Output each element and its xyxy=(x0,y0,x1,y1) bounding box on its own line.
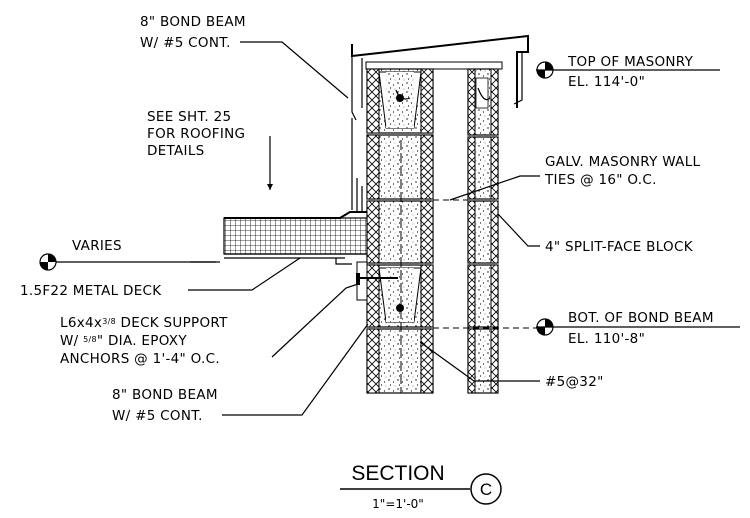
deck-support-fraction: 3/8 xyxy=(102,317,116,326)
roof-assembly xyxy=(223,118,398,301)
label-deck-support-2: W/ 5/8" DIA. EPOXY xyxy=(60,333,187,349)
label-top-of-masonry-el: EL. 114'-0" xyxy=(568,74,645,90)
inner-cmu-wythe xyxy=(366,68,434,394)
label-see-sheet-1: SEE SHT. 25 xyxy=(147,109,231,125)
elevation-marker-top xyxy=(536,61,720,79)
label-top-of-masonry: TOP OF MASONRY xyxy=(567,54,694,70)
section-title-block: SECTION 1"=1'-0" C xyxy=(340,462,502,511)
section-scale: 1"=1'-0" xyxy=(372,497,424,511)
label-see-sheet-3: DETAILS xyxy=(147,143,205,159)
label-bond-beam-bot-1: 8" BOND BEAM xyxy=(112,387,218,403)
label-bot-bond-beam: BOT. OF BOND BEAM xyxy=(568,310,714,326)
label-split-face: 4" SPLIT-FACE BLOCK xyxy=(545,239,694,255)
epoxy-dia-fraction: 5/8 xyxy=(83,335,97,344)
section-id-circle xyxy=(470,473,502,505)
section-id: C xyxy=(480,480,492,499)
label-bond-beam-top-1: 8" BOND BEAM xyxy=(140,14,246,30)
elevation-marker-bottom xyxy=(536,318,740,336)
leader-lines xyxy=(40,41,540,416)
label-rebar: #5@32" xyxy=(545,374,604,390)
section-title: SECTION xyxy=(351,462,444,485)
label-see-sheet-2: FOR ROOFING xyxy=(147,126,245,142)
metal-coping xyxy=(351,34,529,121)
label-bot-bond-beam-el: EL. 110'-8" xyxy=(568,331,645,347)
label-varies: VARIES xyxy=(72,238,122,254)
outer-split-face-wythe xyxy=(467,68,499,394)
label-deck-support-1: L6x4x3/8 DECK SUPPORT xyxy=(60,315,228,331)
label-bond-beam-bot-2: W/ #5 CONT. xyxy=(112,408,203,424)
label-metal-deck: 1.5F22 METAL DECK xyxy=(20,283,162,299)
label-galv-ties-2: TIES @ 16" O.C. xyxy=(544,172,657,188)
elevation-marker-varies xyxy=(39,253,57,271)
label-deck-support-3: ANCHORS @ 1'-4" O.C. xyxy=(60,351,220,367)
label-galv-ties-1: GALV. MASONRY WALL xyxy=(545,154,701,170)
label-bond-beam-top-2: W/ #5 CONT. xyxy=(140,35,231,51)
